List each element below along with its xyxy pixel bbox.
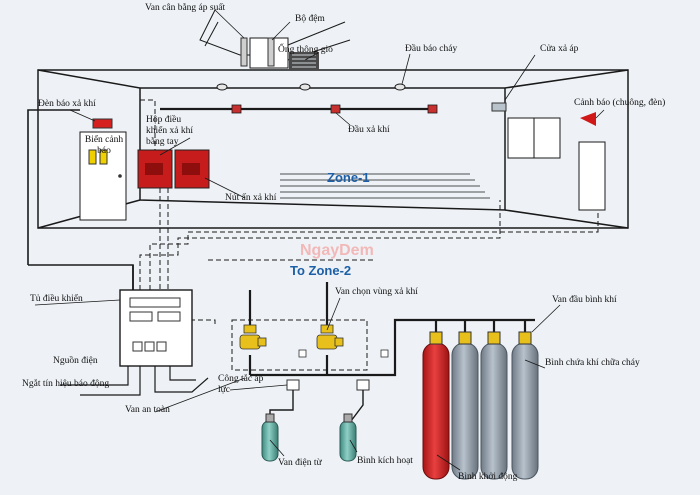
- label-manual-box: Hộp điều khiển xả khí bằng tay: [146, 115, 193, 147]
- pressure-switch: [286, 379, 370, 391]
- label-fire-detector: Đầu báo cháy: [405, 44, 458, 54]
- label-cutoff-signal: Ngắt tín hiệu báo động: [22, 379, 110, 389]
- label-warning-sign: Biển cảnh báo: [84, 135, 124, 156]
- zone-select-valve-1: [239, 324, 267, 350]
- signal-wires: [139, 99, 599, 371]
- room-outline: [37, 69, 629, 229]
- label-nozzle: Đầu xả khí: [348, 125, 390, 135]
- agent-cylinder-1: [451, 331, 479, 480]
- roof-duct: [199, 9, 351, 69]
- manifold-pipes: [248, 282, 535, 377]
- relief-window: [507, 117, 606, 211]
- label-discharge-light: Đèn báo xả khí: [38, 99, 96, 109]
- label-control-cabinet: Tủ điều khiển: [30, 294, 83, 304]
- solenoid-bottle: [261, 413, 279, 462]
- leader-lines: [34, 9, 605, 471]
- relief-damper: [491, 102, 507, 112]
- label-agent-cylinder: Bình chứa khí chữa cháy: [545, 358, 640, 368]
- watermark: NgayDem: [300, 242, 374, 259]
- activation-bottle: [339, 413, 357, 462]
- pilot-cylinder: [422, 331, 450, 480]
- label-activation-bottle: Bình kích hoạt: [357, 456, 413, 466]
- label-solenoid-valve: Van điện từ: [278, 458, 322, 468]
- zone-2-label: To Zone-2: [290, 263, 352, 278]
- discharge-light-box: [92, 118, 113, 129]
- label-buffer: Bộ đệm: [295, 14, 325, 24]
- nozzles: [231, 104, 438, 114]
- zone-select-valve-2: [316, 324, 344, 350]
- label-relief-door: Cửa xả áp: [540, 44, 579, 54]
- label-power-source: Nguồn điện: [53, 356, 98, 366]
- label-pilot-cylinder: Bình khởi động: [458, 472, 518, 482]
- label-pressure-switch: Công tắc áp lực: [218, 374, 264, 395]
- label-zone-select-valve: Van chọn vùng xả khí: [335, 287, 418, 297]
- buffer-body: [267, 37, 275, 67]
- zone-1-label: Zone-1: [327, 170, 370, 185]
- agent-cylinder-3: [511, 331, 539, 480]
- floor-lines: [280, 173, 490, 199]
- label-discharge-button: Nút ấn xả khí: [225, 193, 277, 203]
- label-alarm: Cảnh báo (chuông, đèn): [574, 98, 666, 108]
- label-safety-valve: Van an toàn: [125, 405, 170, 415]
- check-valves: [298, 349, 389, 358]
- label-vent-pipe: Ống thông gió: [278, 45, 333, 55]
- label-cylinder-head-valve: Van đầu bình khí: [552, 295, 617, 305]
- agent-cylinder-2: [480, 331, 508, 480]
- pressure-balance-valve-body: [240, 37, 248, 67]
- detectors: [216, 83, 406, 91]
- label-pressure-balance-valve: Van cân bằng áp suất: [145, 3, 226, 13]
